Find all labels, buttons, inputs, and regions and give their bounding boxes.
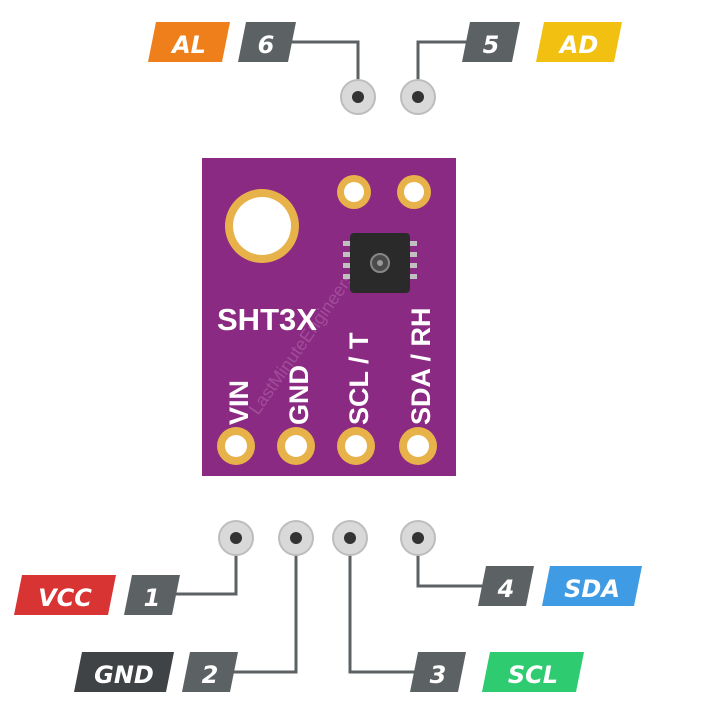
pin-ad-label: AD: [536, 22, 622, 62]
pcb-label-vin: VIN: [224, 380, 254, 425]
pin-5-tag: 5: [462, 22, 520, 62]
pin-al-label: AL: [148, 22, 230, 62]
top-pad-ad: [397, 175, 431, 209]
pin-2-number: 2: [202, 661, 219, 689]
pin-2-tag: 2: [182, 652, 238, 692]
pin-scl-label: SCL: [482, 652, 584, 692]
pin-3-tag: 3: [410, 652, 466, 692]
pcb-label-scl-t: SCL / T: [344, 332, 374, 425]
pin-vcc-label: VCC: [14, 575, 116, 615]
board-title: SHT3X: [217, 302, 317, 337]
pin-scl-text: SCL: [508, 661, 558, 689]
bottom-pad-sda: [399, 427, 437, 465]
pin-1-tag: 1: [124, 575, 180, 615]
pin-sda-text: SDA: [564, 575, 620, 603]
header-pin-6: [340, 79, 376, 115]
header-pin-1: [218, 520, 254, 556]
pin-gnd-label: GND: [74, 652, 174, 692]
top-pad-al: [337, 175, 371, 209]
pin-sda-label: SDA: [542, 566, 642, 606]
pin-5-number: 5: [483, 31, 500, 59]
pin-al-text: AL: [170, 31, 206, 59]
pcb-label-gnd: GND: [284, 365, 314, 425]
connector-lines: [160, 40, 500, 674]
pin-ad-text: AD: [558, 31, 599, 59]
pin-3-number: 3: [430, 661, 447, 689]
bottom-pad-gnd: [277, 427, 315, 465]
pin-6-tag: 6: [238, 22, 296, 62]
pin-6-number: 6: [258, 31, 275, 59]
header-pin-3: [332, 520, 368, 556]
header-pin-4: [400, 520, 436, 556]
pin-4-number: 4: [497, 575, 515, 603]
pcb-label-sda-rh: SDA / RH: [406, 307, 436, 425]
header-pin-2: [278, 520, 314, 556]
header-pin-5: [400, 79, 436, 115]
pin-vcc-text: VCC: [38, 584, 92, 612]
mounting-hole-center: [233, 197, 291, 255]
pin-gnd-text: GND: [94, 661, 154, 689]
pin-4-tag: 4: [478, 566, 534, 606]
bottom-pad-scl: [337, 427, 375, 465]
sensor-chip: [343, 233, 417, 293]
pin-1-number: 1: [144, 584, 161, 612]
bottom-pad-vin: [217, 427, 255, 465]
